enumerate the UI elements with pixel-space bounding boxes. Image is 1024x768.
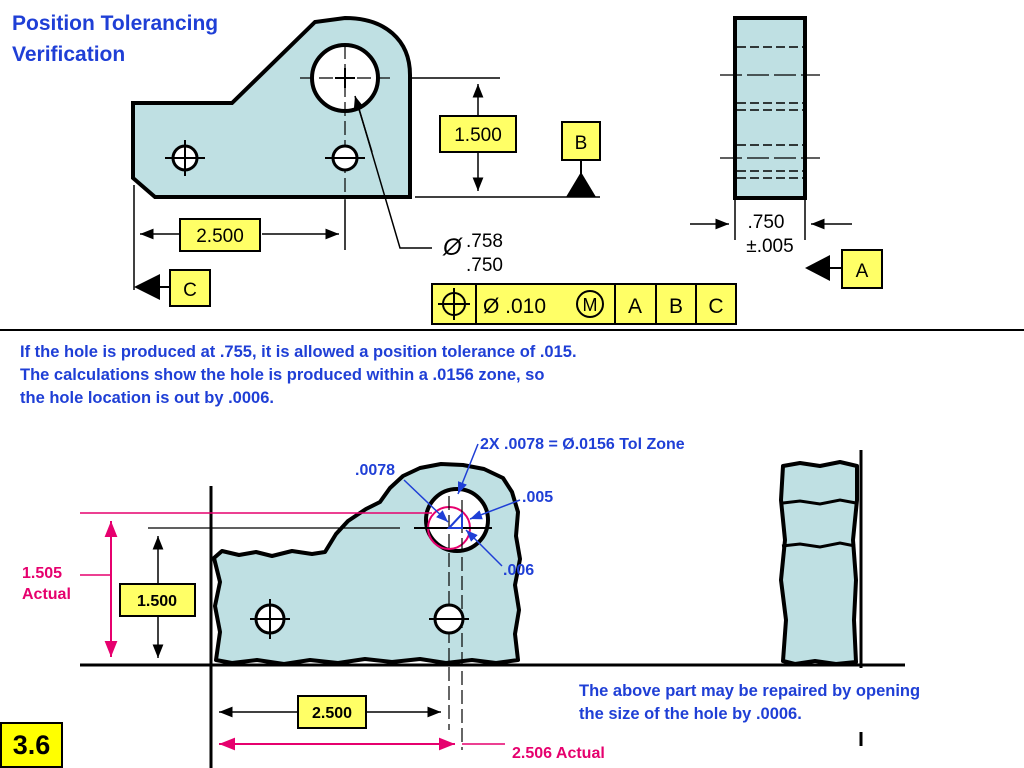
actual-width: 2.506 Actual bbox=[512, 745, 605, 762]
small-hole-right bbox=[325, 144, 365, 172]
rough-side-view bbox=[779, 460, 859, 666]
datum-a-label: A bbox=[856, 261, 869, 282]
basic-dim-width-box bbox=[179, 218, 261, 252]
repair-note-line: The above part may be repaired by openin… bbox=[579, 682, 921, 700]
repair-note-line: the size of the hole by .0006. bbox=[579, 705, 802, 723]
datum-a-box bbox=[841, 249, 883, 289]
fcf-datum-c: C bbox=[708, 295, 723, 318]
top-side-view: .750 ±.005 A bbox=[690, 16, 883, 289]
basic-dim-height-box bbox=[439, 115, 517, 153]
datum-b-triangle bbox=[566, 172, 596, 197]
side-tolerance: ±.005 bbox=[746, 236, 793, 257]
bottom-basic-width: 2.500 bbox=[312, 705, 352, 722]
hole-size-upper: .758 bbox=[466, 231, 503, 252]
actual-height-word: Actual bbox=[22, 586, 71, 603]
offset-x: .005 bbox=[522, 489, 553, 506]
offset-y: .006 bbox=[503, 562, 534, 579]
slide-number: 3.6 bbox=[0, 722, 63, 768]
tol-zone-label: 2X .0078 = Ø.0156 Tol Zone bbox=[480, 436, 685, 453]
rough-small-hole-left bbox=[250, 599, 290, 639]
hole-diameter-symbol: Ø bbox=[442, 234, 463, 261]
part-outline-side bbox=[733, 16, 807, 200]
small-hole-left bbox=[165, 140, 205, 176]
bottom-basic-height: 1.500 bbox=[137, 593, 177, 610]
datum-c-label: C bbox=[183, 280, 197, 301]
feature-control-frame: Ø .010 M A B C bbox=[431, 283, 737, 325]
explanation-line: If the hole is produced at .755, it is a… bbox=[20, 343, 577, 361]
explanation-line: the hole location is out by .0006. bbox=[20, 389, 274, 407]
actual-height-value: 1.505 bbox=[22, 565, 62, 582]
fcf-datum-a: A bbox=[628, 295, 642, 318]
bottom-basic-height-box bbox=[119, 583, 196, 617]
explanation-line: The calculations show the hole is produc… bbox=[20, 366, 545, 384]
page-title: Position Tolerancing Verification bbox=[12, 12, 219, 66]
fcf-tolerance: Ø .010 bbox=[483, 295, 546, 318]
hole-size-lower: .750 bbox=[466, 255, 503, 276]
mmc-modifier-icon bbox=[576, 290, 604, 318]
explanation-text: If the hole is produced at .755, it is a… bbox=[20, 341, 720, 410]
basic-dim-height: 1.500 bbox=[454, 125, 502, 146]
datum-b-box bbox=[561, 121, 601, 161]
fcf-datum-b: B bbox=[669, 295, 683, 318]
offset-radial: .0078 bbox=[355, 462, 395, 479]
bottom-drawing: 1.505 Actual 1.500 2.500 2.506 Actual 2X… bbox=[22, 436, 905, 768]
datum-c-triangle bbox=[134, 274, 160, 300]
basic-dim-width: 2.500 bbox=[196, 226, 244, 247]
datum-b-label: B bbox=[575, 133, 588, 154]
side-thickness: .750 bbox=[748, 212, 785, 233]
repair-note: The above part may be repaired by openin… bbox=[579, 680, 1009, 726]
top-front-view: 1.500 B 2.500 C Ø .758 .750 bbox=[131, 15, 737, 325]
fcf-modifier: M bbox=[583, 295, 598, 315]
datum-a-triangle bbox=[805, 255, 830, 281]
datum-c-box bbox=[169, 269, 211, 307]
bottom-basic-width-box bbox=[297, 695, 367, 729]
rough-small-hole-right bbox=[429, 603, 469, 635]
